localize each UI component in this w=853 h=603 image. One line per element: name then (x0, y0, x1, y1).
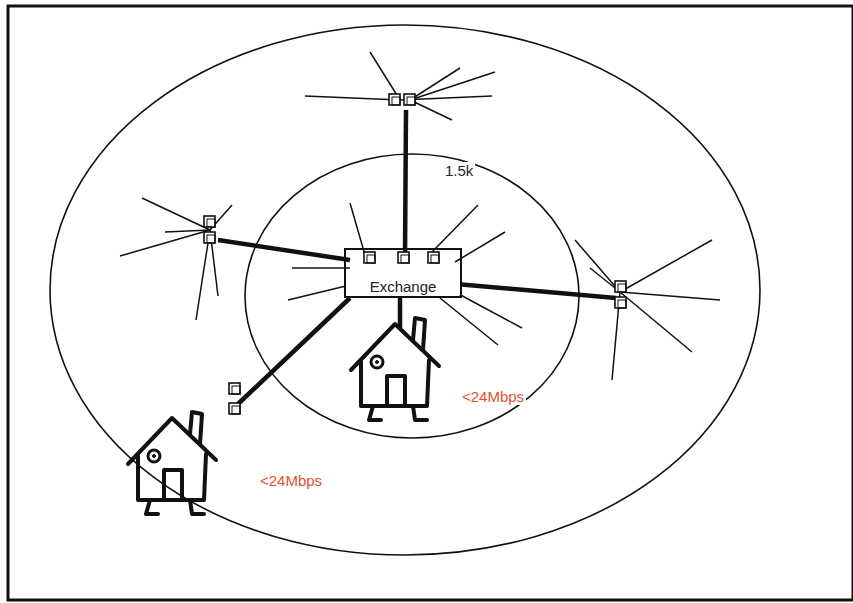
range-label: 1.5k (443, 162, 475, 179)
trunk-cables (218, 110, 616, 404)
house-near (351, 318, 439, 420)
exchange-box: Exchange (344, 248, 462, 298)
node-text: Exchange (346, 278, 460, 295)
frame (8, 6, 853, 600)
street-cabinets (204, 94, 626, 414)
inner-ellipse (245, 154, 579, 438)
house-far (128, 412, 216, 514)
outer-ellipse (50, 25, 760, 555)
speed-label: <24Mbps (258, 472, 324, 489)
speed-label: <24Mbps (460, 388, 526, 405)
spokes (120, 52, 720, 380)
